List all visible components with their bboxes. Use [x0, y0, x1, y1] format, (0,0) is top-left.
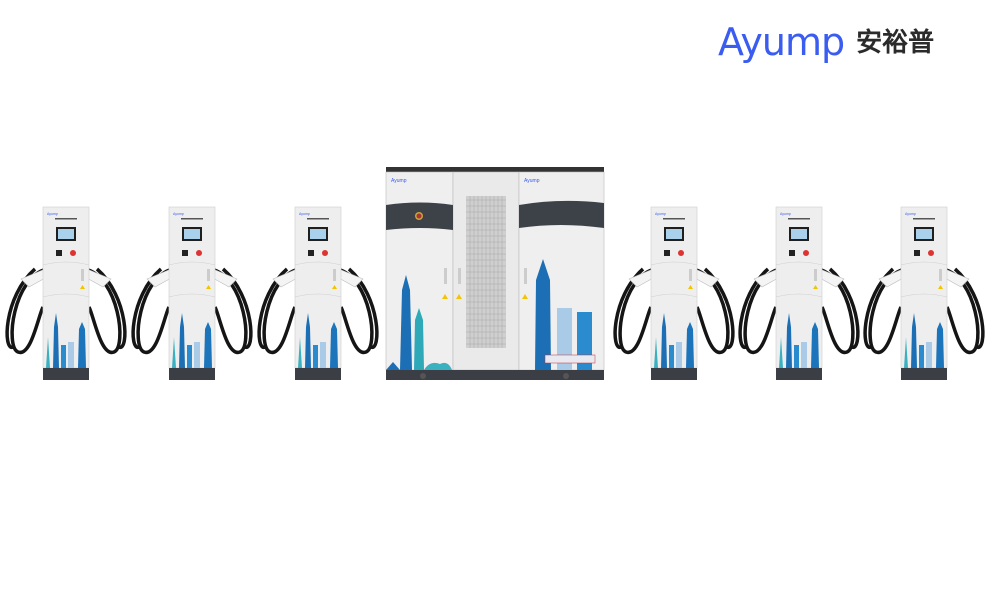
- svg-text:Ayump: Ayump: [391, 178, 407, 184]
- brand-logo: Ayump 安裕普: [718, 22, 934, 62]
- ev-charger: [257, 205, 379, 382]
- brand-name-en: Ayump: [718, 20, 845, 64]
- power-cabinet: Ayump Ayump: [385, 167, 605, 380]
- ev-charger: [613, 205, 735, 382]
- ev-charger: [5, 205, 127, 382]
- ev-charger: [738, 205, 860, 382]
- ev-charger: [863, 205, 985, 382]
- brand-name-cn: 安裕普: [856, 27, 935, 57]
- ev-charger: [131, 205, 253, 382]
- svg-text:Ayump: Ayump: [524, 178, 540, 184]
